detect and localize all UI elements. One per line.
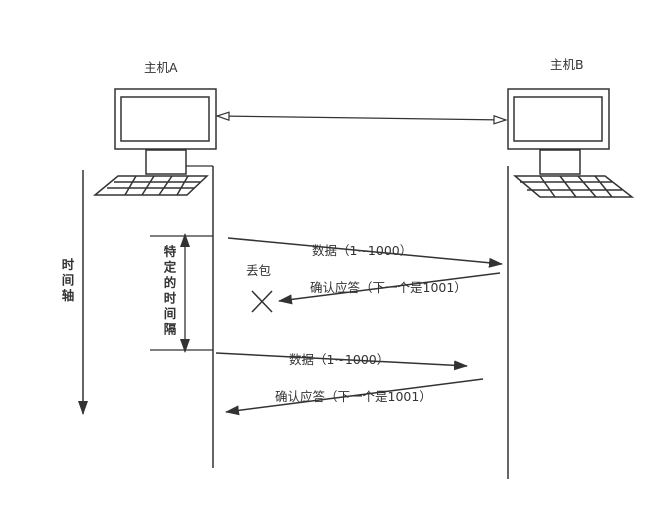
ack-arrow-1-lost <box>278 272 501 305</box>
data-label-2: 数据（1~1000） <box>289 352 390 367</box>
host-b-label: 主机B <box>550 57 584 72</box>
packet-lost-label: 丢包 <box>246 263 272 278</box>
packet-lost-x-icon <box>251 290 273 313</box>
interval-label: 特定的时间隔 <box>161 245 177 338</box>
host-a-computer-icon <box>92 88 217 196</box>
data-arrow-1 <box>227 237 503 268</box>
ack-arrow-2 <box>225 378 484 416</box>
ack-label-2: 确认应答（下一个是1001） <box>275 389 432 404</box>
host-b-computer-icon <box>507 88 635 198</box>
host-connection-line <box>217 116 506 120</box>
host-a-label: 主机A <box>144 60 178 75</box>
ack-label-1: 确认应答（下一个是1001） <box>310 280 467 295</box>
data-arrow-2 <box>215 352 468 371</box>
time-axis-label: 时间轴 <box>59 258 75 305</box>
data-label-1: 数据（1~1000） <box>312 243 413 258</box>
